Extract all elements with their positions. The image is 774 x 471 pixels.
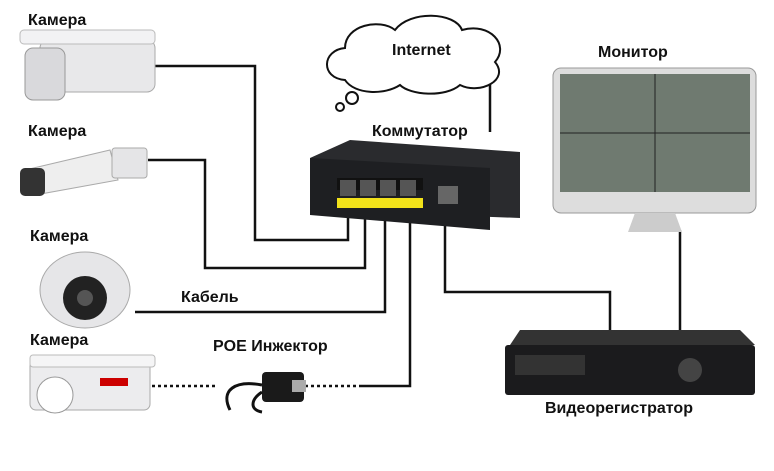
dvr-label: Видеорегистратор	[545, 400, 693, 417]
cable-camera2	[148, 158, 367, 270]
camera1-label: Камера	[28, 12, 87, 29]
poe-injector-label: POE Инжектор	[213, 338, 328, 355]
switch-label: Коммутатор	[372, 123, 468, 140]
cable-camera1	[155, 64, 350, 242]
cable-camera3	[135, 215, 387, 314]
cable-label: Кабель	[181, 289, 239, 306]
bullet-camera-icon	[20, 147, 148, 196]
dvr-icon	[505, 330, 755, 395]
monitor-icon	[552, 67, 757, 232]
camera4-label: Камера	[30, 332, 89, 349]
bullet-camera-icon	[19, 29, 156, 101]
internet-cloud-icon	[326, 14, 502, 112]
cable-uplink	[443, 215, 612, 330]
camera3-label: Камера	[30, 228, 89, 245]
monitor-label: Монитор	[598, 44, 668, 61]
connection-lines	[135, 64, 682, 388]
poe-injector-icon	[225, 372, 306, 414]
internet-label: Internet	[392, 42, 451, 59]
camera2-label: Камера	[28, 123, 87, 140]
network-switch-icon	[310, 140, 520, 230]
cable-injector	[360, 215, 412, 388]
bullet-camera-icon	[29, 354, 156, 414]
dome-camera-icon	[39, 251, 131, 329]
